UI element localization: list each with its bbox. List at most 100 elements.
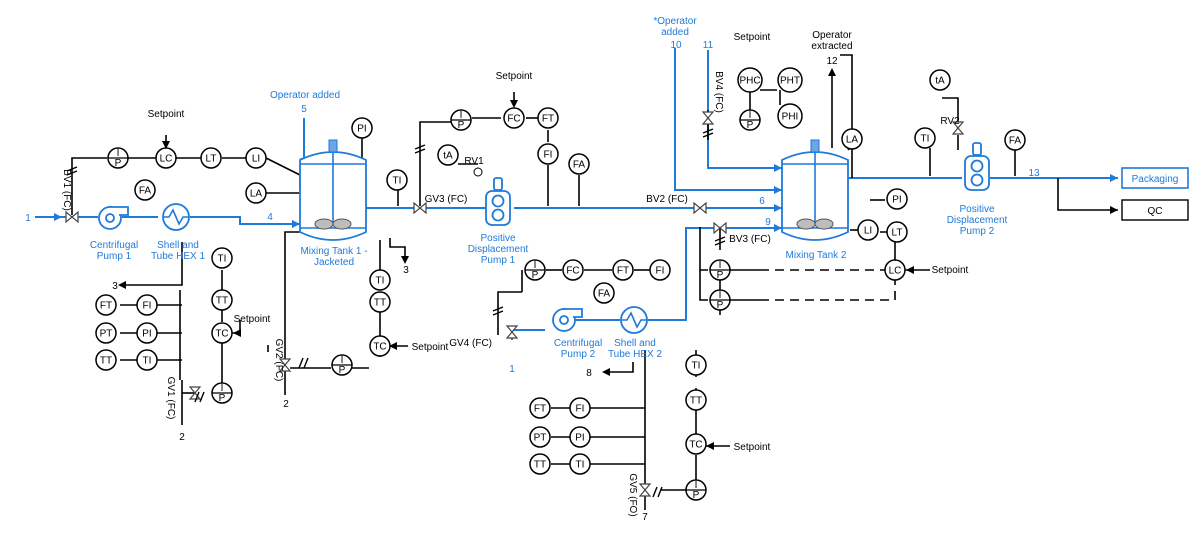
instrument-tag: TI: [921, 134, 930, 145]
instrument-tag: FT: [617, 266, 629, 277]
bv3-label: BV3 (FC): [729, 234, 771, 245]
flow-arrow: [1110, 174, 1118, 182]
gv1-label: GV1 (FC): [165, 377, 176, 420]
stream-3-tank1: [389, 238, 406, 262]
instrument-tag: PI: [575, 433, 584, 444]
instrument-fi-hex2: FI: [569, 397, 591, 419]
flow-arrow: [706, 442, 714, 450]
ip-p: P: [115, 158, 122, 169]
ip-i: I: [695, 480, 698, 491]
gv2-valve-icon: [278, 358, 292, 372]
bv4-valve-icon: [701, 111, 715, 125]
mixing-tank-1-icon: [299, 139, 367, 241]
pipe-line: [699, 270, 708, 301]
instrument-tag: FI: [143, 301, 152, 312]
flow-arrow: [774, 204, 782, 212]
instrument-tag: TI: [218, 254, 227, 265]
gv2-signal-mark: [298, 357, 309, 369]
instrument-pi-hex2: PI: [569, 426, 591, 448]
instrument-tag: PI: [142, 329, 151, 340]
instrument-tag: LI: [252, 154, 260, 165]
instrument-tag: TI: [393, 176, 402, 187]
ip-p: P: [717, 300, 724, 311]
qc-line: [1057, 178, 1118, 211]
gv3-valve-icon: [413, 201, 427, 215]
instrument-tag: LA: [250, 189, 263, 200]
sig-bv1: [71, 157, 107, 215]
ip-p: P: [717, 270, 724, 281]
pipe-line: [265, 157, 301, 176]
bv3-valve-icon: [713, 221, 727, 235]
instrument-pht-tank2: PHT: [777, 67, 803, 93]
stream-8-line: [604, 362, 634, 373]
gv2-label: GV2 (FC): [273, 339, 284, 382]
instrument-pt-hex2: PT: [529, 426, 551, 448]
operator-added-label: Operator added: [270, 90, 340, 101]
gv1-signal-mark: [194, 391, 205, 403]
instrument-tag: FI: [576, 404, 585, 415]
instrument-tag: TI: [143, 356, 152, 367]
ip-p: P: [532, 270, 539, 281]
ip-bv4: IP: [739, 109, 761, 131]
instrument-ft-pump1: FT: [537, 107, 559, 129]
stream-4-line: [190, 216, 300, 225]
mixing-tank-2-label: Mixing Tank 2: [786, 250, 847, 261]
stream-label-6: 6: [759, 196, 765, 207]
ip-p: P: [693, 490, 700, 501]
instrument-tag: LT: [892, 228, 903, 239]
bv2-label: BV2 (FC): [646, 194, 688, 205]
instrument-ti-hex2b: TI: [569, 453, 591, 475]
instrument-tag: FC: [507, 114, 520, 125]
bv2-valve-icon: [693, 201, 707, 215]
instrument-tag: TC: [373, 342, 386, 353]
pd-pump-1-icon: [485, 177, 511, 226]
stream-label-3a: 3: [112, 281, 118, 292]
instrument-tt-hex2: TT: [685, 389, 707, 411]
instrument-tag: LA: [846, 135, 859, 146]
instrument-fc-pump1: FC: [503, 107, 525, 129]
instrument-ta-pump2: tA: [929, 69, 951, 91]
flow-arrow: [510, 100, 518, 108]
instrument-tag: FA: [598, 289, 611, 300]
instrument-tag: LC: [889, 266, 902, 277]
qc-label: QC: [1148, 206, 1163, 217]
instrument-li-tank1: LI: [245, 147, 267, 169]
ip-i: I: [719, 290, 722, 301]
instrument-tag: FT: [100, 301, 112, 312]
flow-arrow: [774, 164, 782, 172]
stream-label-3b: 3: [403, 265, 409, 276]
rv2-label: RV2: [940, 116, 960, 127]
instrument-tc-hex1: TC: [211, 322, 233, 344]
instrument-tag: FI: [656, 266, 665, 277]
flow-arrow: [906, 266, 914, 274]
instrument-tt-jacket: TT: [369, 291, 391, 313]
instrument-pi-tank1: PI: [351, 117, 373, 139]
instrument-tag: TT: [690, 396, 702, 407]
instrument-tc-jacket: TC: [369, 335, 391, 357]
ip-p: P: [747, 120, 754, 131]
stream-12-helper: [840, 54, 853, 178]
ip-p: P: [339, 365, 346, 376]
instrument-ft-pump2: FT: [612, 259, 634, 281]
stream-label-2a: 2: [179, 432, 185, 443]
ip-i: I: [460, 110, 463, 121]
mixing-tank-1-label: Mixing Tank 1 -Jacketed: [300, 246, 367, 268]
instrument-tc-hex2: TC: [685, 433, 707, 455]
centrifugal-pump-1-icon: [98, 206, 129, 230]
instrument-lt-tank1: LT: [200, 147, 222, 169]
instrument-ti-hex2: TI: [685, 354, 707, 376]
instrument-tag: TT: [216, 296, 228, 307]
stream-label-2b: 2: [283, 399, 289, 410]
setpoint-label-tc1: Setpoint: [234, 314, 271, 325]
stream-label-4: 4: [267, 212, 273, 223]
instrument-tag: TI: [692, 361, 701, 372]
centrifugal-pump-2-icon: [552, 308, 583, 332]
flow-arrow: [292, 220, 300, 228]
setpoint-label-fc1: Setpoint: [496, 71, 533, 82]
stream-9-line: [648, 227, 782, 321]
